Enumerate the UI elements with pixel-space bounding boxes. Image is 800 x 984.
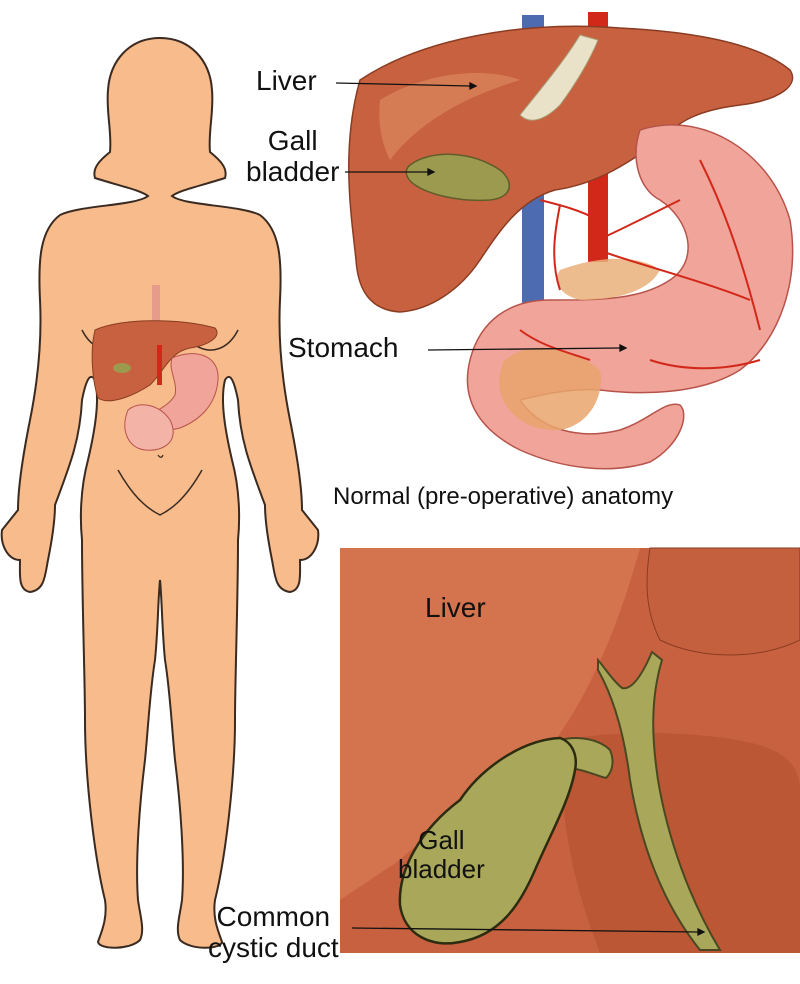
detail-bile-duct (597, 650, 722, 951)
mini-intestine (124, 404, 174, 451)
mini-aorta (157, 345, 162, 385)
mini-organs (91, 285, 219, 451)
label-gallbladder-detail: Gall bladder (398, 825, 485, 884)
detail-gallbladder (398, 736, 577, 945)
upper-anatomy-panel (348, 12, 794, 470)
chest-line-right (194, 329, 239, 351)
detail-liver-right (646, 547, 800, 656)
detail-liver-lobe (340, 548, 640, 900)
leader-stomach (427, 347, 621, 351)
mini-esophagus (152, 285, 160, 330)
duodenum-fat (499, 347, 601, 431)
liver-highlight (379, 72, 520, 160)
leader-cystic-duct (351, 927, 699, 933)
navel (157, 454, 164, 458)
mini-liver (91, 320, 218, 402)
pancreas-fat (556, 258, 660, 300)
gallbladder-top (405, 153, 510, 202)
label-liver-detail: Liver (425, 592, 486, 623)
label-gallbladder-top: Gall bladder (246, 125, 340, 187)
mini-gallbladder (113, 363, 131, 373)
leader-lines (335, 81, 706, 937)
blood-vessels (519, 159, 761, 370)
label-stomach: Stomach (288, 332, 399, 363)
lower-detail-panel (340, 547, 800, 953)
label-liver-top: Liver (256, 65, 317, 96)
detail-liver-lower (560, 733, 800, 953)
label-cystic-duct: Common cystic duct (208, 901, 339, 963)
body-outline (0, 36, 320, 949)
body-silhouette (0, 36, 320, 949)
leader-liver (335, 82, 471, 87)
caption-normal-anatomy: Normal (pre-operative) anatomy (333, 483, 674, 510)
hip-line (117, 469, 203, 516)
falciform-ligament (519, 34, 599, 121)
